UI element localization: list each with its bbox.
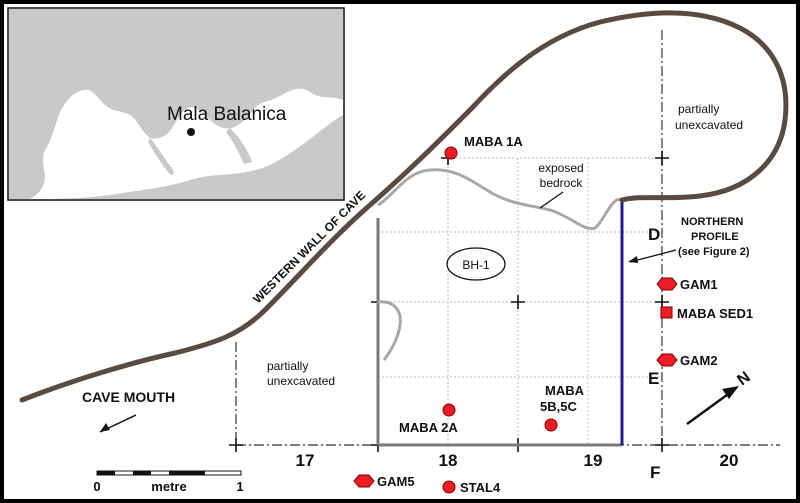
exposed-bedrock-label-1: exposed [538, 161, 583, 175]
sample-label-stal4: STAL4 [460, 480, 501, 495]
cave-mouth-arrowhead [100, 423, 110, 432]
scale-bar-segment [97, 471, 115, 475]
cave-wall-outline [19, 10, 789, 403]
scale-bar-segment [133, 471, 151, 475]
northern-profile-label-1: NORTHERN [681, 216, 743, 228]
inset-balkans [226, 128, 252, 164]
northern-profile-label-2: PROFILE [691, 231, 739, 243]
bedrock-edge-line [377, 168, 623, 231]
grid-row-e: E [648, 369, 659, 388]
scale-bar-segment [169, 471, 205, 475]
sample-label-gam5: GAM5 [377, 474, 415, 489]
inset-landmass-south [40, 115, 343, 199]
cave-mouth-label: CAVE MOUTH [82, 389, 175, 405]
bedrock-arrow [539, 191, 564, 209]
inset-landmass-north [9, 9, 343, 160]
northern-profile-arrowhead [628, 256, 638, 263]
north-arrow-shaft [686, 390, 732, 426]
unexcavated-ne-label-2: unexcavated [675, 118, 743, 132]
unexcavated-ne-label-1: partially [678, 102, 719, 116]
bh1-label: BH-1 [462, 258, 490, 272]
grid-row-f: F [650, 463, 660, 482]
scale-label-zero: 0 [93, 479, 100, 494]
grid-row-d: D [648, 225, 660, 244]
unexcavated-sw-label-2: unexcavated [267, 374, 335, 388]
sample-marker-maba-5b [544, 418, 558, 432]
sample-marker-maba-2a [442, 403, 456, 417]
inset-iberia [9, 112, 60, 199]
sample-label-gam2: GAM2 [680, 353, 718, 368]
sample-marker-maba-1a [444, 146, 458, 160]
sample-label-maba-2a: MABA 2A [399, 420, 458, 435]
grid-column-18: 18 [439, 451, 458, 470]
northern-profile-label-3: (see Figure 2) [678, 246, 750, 258]
sample-marker-gam5 [353, 474, 375, 488]
sample-markers: MABA 1A MABA 2A MABA 5B,5C GAM1 MABA SED… [353, 134, 753, 495]
unexcavated-sw-label-1: partially [267, 359, 308, 373]
sample-marker-maba-sed1 [660, 306, 673, 319]
northern-profile-arrow [629, 249, 677, 263]
scale-label-unit: metre [151, 479, 186, 494]
scale-label-one: 1 [236, 479, 243, 494]
sample-label-gam1: GAM1 [680, 277, 718, 292]
sample-marker-gam1 [656, 277, 678, 291]
north-arrow-head [722, 386, 739, 399]
location-inset-map: Mala Balanica [7, 7, 345, 201]
inset-italy [148, 138, 174, 175]
sample-marker-stal4 [442, 480, 456, 494]
sample-marker-gam2 [656, 353, 678, 367]
grid-column-17: 17 [296, 451, 315, 470]
bedrock-edge-west [377, 300, 402, 361]
grid-column-20: 20 [720, 451, 739, 470]
scale-bar: 0 metre 1 [93, 470, 244, 494]
sample-label-maba-5b-1: MABA [545, 383, 585, 398]
site-label: Mala Balanica [167, 104, 287, 125]
site-location-dot [187, 128, 195, 136]
bh1-ellipse [446, 247, 506, 281]
exposed-bedrock-label-2: bedrock [540, 176, 584, 190]
sample-label-maba-1a: MABA 1A [464, 134, 523, 149]
sample-label-maba-sed1: MABA SED1 [677, 306, 753, 321]
sample-label-maba-5b-2: 5B,5C [540, 399, 577, 414]
excavation-outline [376, 218, 622, 447]
grid-column-19: 19 [584, 451, 603, 470]
